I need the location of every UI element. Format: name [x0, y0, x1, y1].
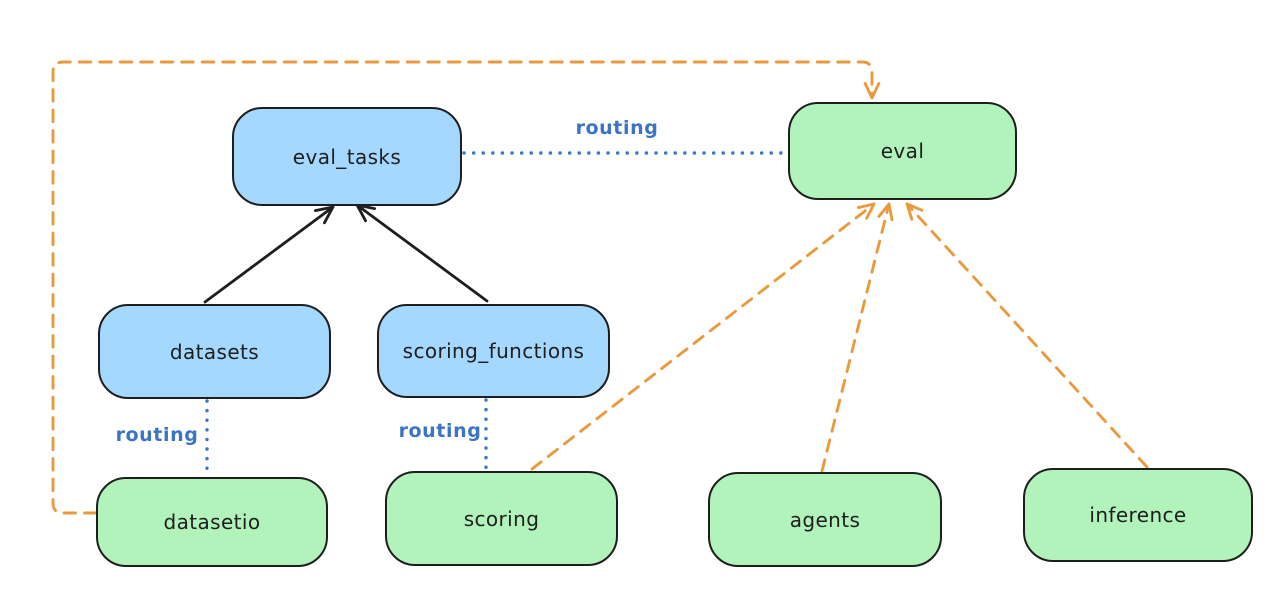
node-eval: eval: [788, 102, 1017, 200]
node-datasets-label: datasets: [169, 339, 260, 364]
edge-scoring-functions-to-eval-tasks: [355, 203, 489, 303]
node-scoring: scoring: [385, 471, 618, 566]
node-datasetio: datasetio: [96, 477, 328, 567]
edge-scoring-to-eval: [530, 202, 876, 471]
edge-label-routing-eval-tasks-eval: routing: [575, 117, 659, 139]
edge-inference-to-eval: [905, 202, 1149, 469]
node-agents: agents: [708, 472, 942, 567]
edge-datasetio-to-eval: [51, 60, 881, 515]
edge-agents-to-eval: [820, 202, 894, 473]
node-inference-label: inference: [1089, 503, 1187, 527]
edge-datasets-to-eval-tasks: [203, 205, 335, 304]
node-eval-label: eval: [880, 139, 925, 163]
node-eval-tasks-label: eval_tasks: [292, 144, 402, 169]
node-scoring-functions-label: scoring_functions: [402, 339, 585, 363]
node-scoring-label: scoring: [463, 506, 540, 531]
edge-label-routing-scoring-functions-scoring: routing: [398, 420, 482, 442]
node-inference: inference: [1023, 468, 1253, 562]
node-datasetio-label: datasetio: [163, 510, 261, 534]
node-datasets: datasets: [98, 304, 331, 399]
edge-label-routing-datasets-datasetio: routing: [115, 424, 199, 446]
node-eval-tasks: eval_tasks: [232, 107, 462, 206]
node-agents-label: agents: [789, 507, 861, 532]
node-scoring-functions: scoring_functions: [377, 304, 610, 398]
